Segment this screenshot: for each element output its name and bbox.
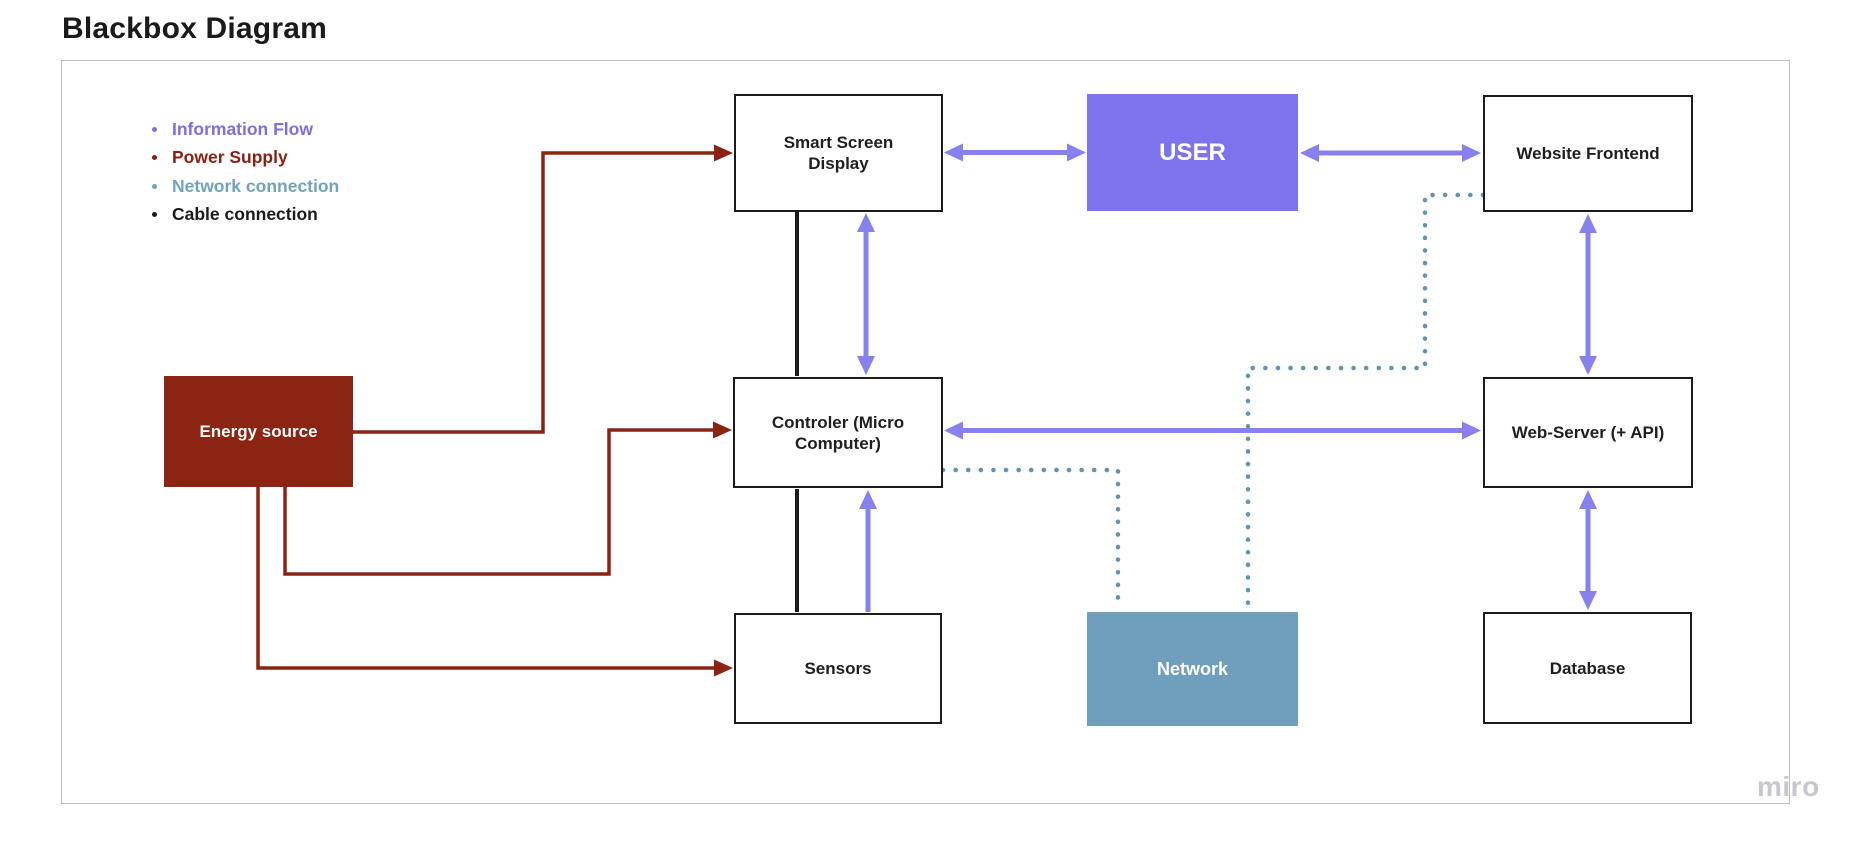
legend: Information Flow Power Supply Network co… bbox=[152, 119, 339, 233]
node-controller[interactable]: Controler (Micro Computer) bbox=[733, 377, 943, 488]
edge-info-controller-web-server[interactable] bbox=[944, 421, 1481, 440]
node-label: Controler (Micro Computer) bbox=[771, 412, 905, 453]
arrowhead-icon bbox=[1579, 214, 1597, 233]
bullet-icon bbox=[152, 155, 157, 160]
legend-label: Power Supply bbox=[172, 147, 288, 167]
arrowhead-icon bbox=[714, 659, 733, 677]
miro-watermark: miro bbox=[1757, 771, 1820, 802]
edge-info-smart-screen-controller[interactable] bbox=[857, 213, 875, 375]
edge-power-energy-to-sensors[interactable] bbox=[256, 487, 733, 677]
node-sensors[interactable]: Sensors bbox=[734, 613, 942, 724]
node-smart-screen-display[interactable]: Smart Screen Display bbox=[734, 94, 943, 212]
page-title[interactable]: Blackbox Diagram bbox=[62, 12, 327, 45]
arrowhead-icon bbox=[944, 143, 963, 162]
edge-info-website-frontend-web-server[interactable] bbox=[1579, 214, 1597, 375]
node-label: Energy source bbox=[199, 422, 318, 441]
arrowhead-icon bbox=[1579, 490, 1597, 509]
arrowhead-icon bbox=[1462, 421, 1481, 440]
arrowhead-icon bbox=[857, 213, 875, 232]
arrowhead-icon bbox=[1462, 144, 1481, 162]
edge-power-energy-to-controller[interactable] bbox=[283, 421, 732, 576]
arrowhead-icon bbox=[859, 490, 877, 509]
edge-power-energy-to-smart-screen[interactable] bbox=[353, 144, 733, 434]
arrowhead-icon bbox=[857, 356, 875, 375]
legend-item-information-flow[interactable]: Information Flow bbox=[152, 119, 339, 139]
node-label: Website Frontend bbox=[1516, 144, 1660, 163]
edge-info-smart-screen-user[interactable] bbox=[944, 143, 1086, 162]
node-label: Smart Screen Display bbox=[783, 133, 894, 173]
edge-network-controller-to-network[interactable] bbox=[940, 467, 1121, 611]
node-user[interactable]: USER bbox=[1087, 94, 1298, 211]
edge-info-user-website-frontend[interactable] bbox=[1300, 144, 1481, 162]
edge-info-sensors-to-controller[interactable] bbox=[859, 490, 877, 612]
legend-item-cable-connection[interactable]: Cable connection bbox=[152, 204, 339, 225]
bullet-icon bbox=[152, 183, 157, 189]
node-database[interactable]: Database bbox=[1483, 612, 1692, 724]
arrowhead-icon bbox=[713, 421, 732, 439]
arrowhead-icon bbox=[1579, 591, 1597, 610]
node-web-server[interactable]: Web-Server (+ API) bbox=[1483, 377, 1693, 488]
edge-network-website-frontend-to-network[interactable] bbox=[1245, 192, 1486, 611]
node-label: Network bbox=[1156, 658, 1228, 679]
node-network[interactable]: Network bbox=[1087, 612, 1298, 726]
node-label: Web-Server (+ API) bbox=[1511, 423, 1665, 442]
node-label: USER bbox=[1159, 139, 1226, 166]
node-website-frontend[interactable]: Website Frontend bbox=[1483, 95, 1693, 212]
arrowhead-icon bbox=[1067, 143, 1086, 162]
bullet-icon bbox=[152, 126, 157, 132]
node-label: Database bbox=[1549, 658, 1626, 678]
bullet-icon bbox=[152, 212, 157, 217]
edge-info-web-server-database[interactable] bbox=[1579, 490, 1597, 610]
legend-item-power-supply[interactable]: Power Supply bbox=[152, 147, 339, 168]
diagram-frame bbox=[61, 60, 1790, 804]
node-energy-source[interactable]: Energy source bbox=[164, 376, 353, 487]
arrowhead-icon bbox=[1300, 144, 1319, 162]
arrowhead-icon bbox=[944, 421, 963, 440]
legend-item-network-connection[interactable]: Network connection bbox=[152, 176, 339, 196]
arrowhead-icon bbox=[714, 144, 733, 162]
legend-label: Information Flow bbox=[172, 118, 313, 139]
legend-label: Network connection bbox=[172, 175, 340, 196]
legend-label: Cable connection bbox=[172, 204, 318, 224]
arrowhead-icon bbox=[1579, 356, 1597, 375]
node-label: Sensors bbox=[804, 659, 872, 678]
